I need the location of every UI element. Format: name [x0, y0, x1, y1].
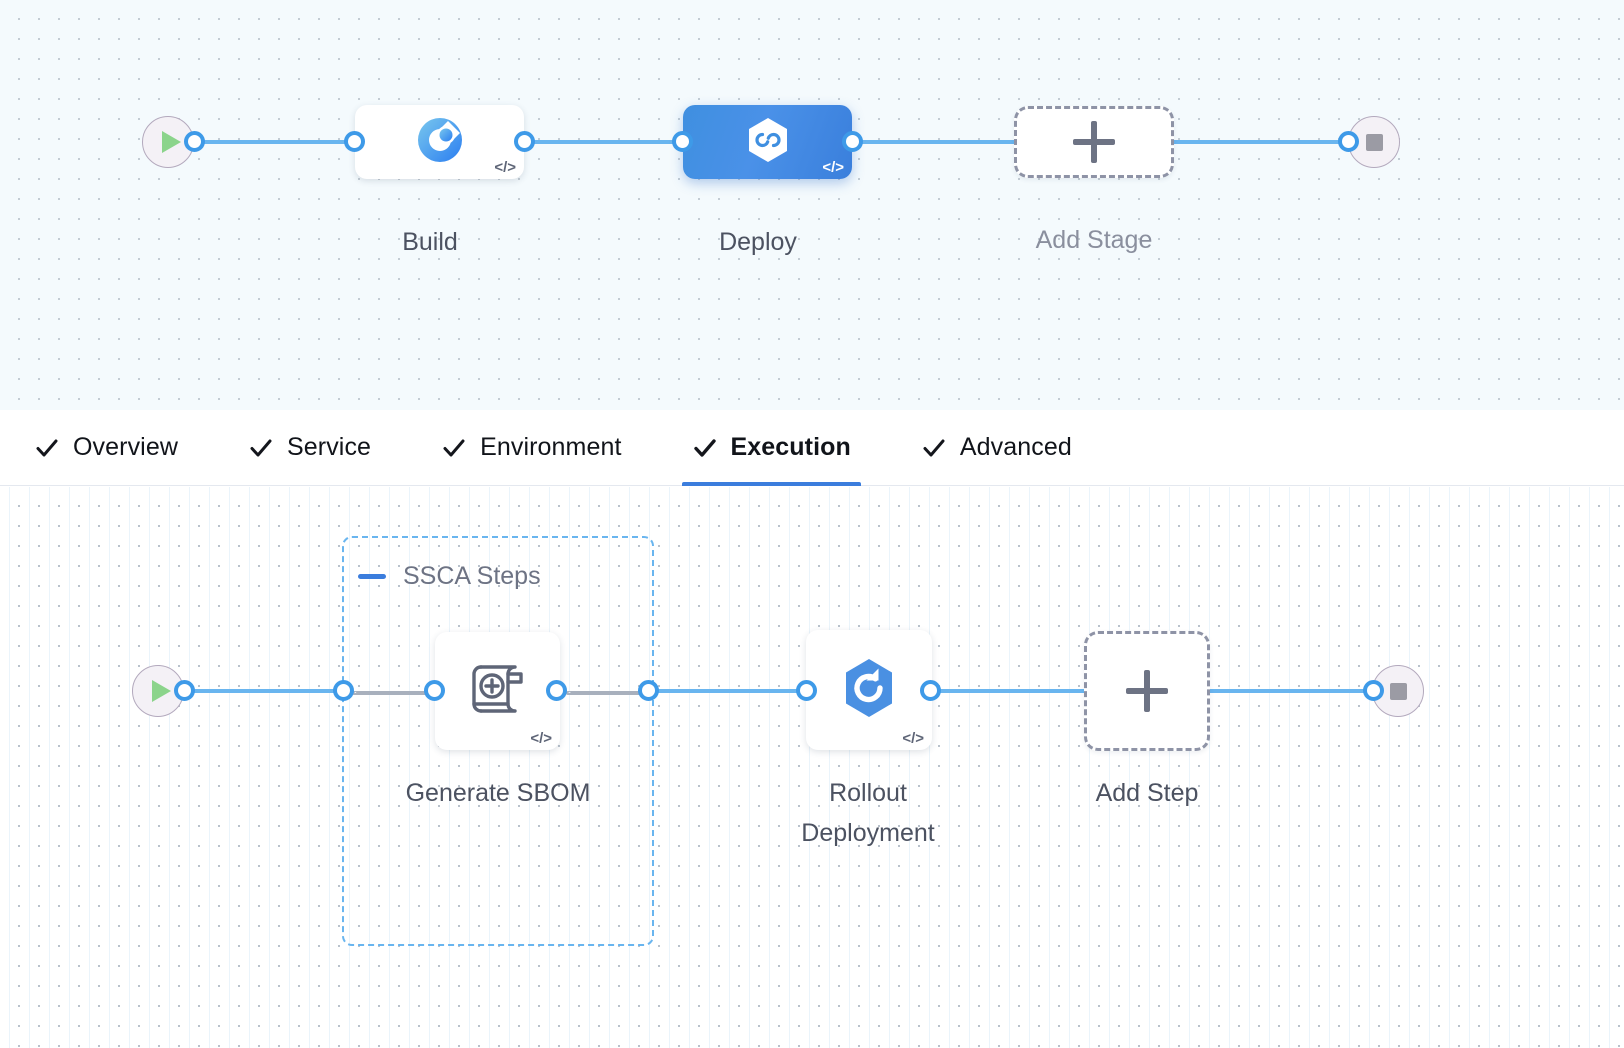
- wire-group-out-dashed: [566, 691, 646, 695]
- tab-execution[interactable]: Execution: [681, 410, 862, 486]
- stage-card-build[interactable]: </>: [355, 105, 524, 179]
- deploy-hexagon-icon: [742, 114, 794, 171]
- add-step-label: Add Step: [1095, 779, 1199, 807]
- rollout-deployment-code-badge[interactable]: </>: [902, 730, 924, 747]
- deploy-input-port[interactable]: [672, 131, 693, 152]
- group-entry-port[interactable]: [333, 680, 354, 701]
- tab-execution-label: Execution: [730, 433, 851, 461]
- wire-deploy-to-addstage: [840, 140, 1025, 144]
- build-code-badge[interactable]: </>: [494, 159, 516, 176]
- stage-label-deploy: Deploy: [719, 228, 797, 256]
- wire-addstep-to-end: [1205, 689, 1375, 693]
- wire-addstage-to-end: [1160, 140, 1360, 144]
- plus-icon: [1073, 121, 1115, 163]
- tab-advanced[interactable]: Advanced: [917, 410, 1076, 486]
- step-start-port[interactable]: [174, 680, 195, 701]
- generate-sbom-input-port[interactable]: [424, 680, 445, 701]
- stage-end-port[interactable]: [1338, 131, 1359, 152]
- check-icon: [441, 435, 467, 461]
- minus-icon[interactable]: [358, 574, 386, 579]
- stage-start-port[interactable]: [184, 131, 205, 152]
- group-exit-port[interactable]: [638, 680, 659, 701]
- play-icon: [161, 131, 181, 153]
- tab-overview-label: Overview: [73, 433, 178, 461]
- tab-overview[interactable]: Overview: [30, 410, 182, 486]
- deploy-output-port[interactable]: [842, 131, 863, 152]
- tab-service[interactable]: Service: [244, 410, 375, 486]
- scroll-plus-icon: [461, 652, 535, 731]
- add-step-button[interactable]: [1084, 631, 1210, 751]
- wire-build-to-deploy: [515, 140, 695, 144]
- stage-card-deploy[interactable]: </>: [683, 105, 852, 179]
- play-icon: [151, 680, 171, 702]
- plus-icon: [1126, 670, 1168, 712]
- wire-rollout-to-addstep: [930, 689, 1090, 693]
- generate-sbom-output-port[interactable]: [546, 680, 567, 701]
- stop-icon: [1389, 682, 1407, 700]
- step-group-ssca-header[interactable]: SSCA Steps: [358, 562, 541, 591]
- step-group-ssca-title: SSCA Steps: [403, 562, 541, 590]
- step-label-generate-sbom: Generate SBOM: [405, 779, 591, 807]
- build-input-port[interactable]: [344, 131, 365, 152]
- tab-advanced-label: Advanced: [959, 433, 1072, 461]
- step-end-port[interactable]: [1363, 680, 1384, 701]
- check-icon: [692, 435, 718, 461]
- step-card-generate-sbom[interactable]: </>: [435, 632, 560, 750]
- stage-canvas[interactable]: </> Build </> Deploy Add Stage: [0, 0, 1624, 410]
- step-group-ssca[interactable]: [342, 536, 654, 946]
- tab-environment[interactable]: Environment: [437, 410, 625, 486]
- step-label-rollout-deployment: Rollout Deployment: [801, 779, 935, 847]
- stop-icon: [1365, 133, 1383, 151]
- wire-group-to-rollout: [650, 689, 815, 693]
- rollout-input-port[interactable]: [796, 680, 817, 701]
- wire-start-to-group: [175, 689, 350, 693]
- rollout-output-port[interactable]: [920, 680, 941, 701]
- generate-sbom-code-badge[interactable]: </>: [530, 730, 552, 747]
- rollout-hexagon-icon: [837, 656, 901, 725]
- check-icon: [248, 435, 274, 461]
- stage-end-node[interactable]: [1348, 116, 1400, 168]
- add-stage-label: Add Stage: [1035, 226, 1153, 254]
- wire-group-in-dashed: [352, 691, 430, 695]
- add-stage-button[interactable]: [1014, 106, 1174, 178]
- build-donut-icon: [415, 115, 465, 170]
- deploy-code-badge[interactable]: </>: [822, 159, 844, 176]
- step-canvas[interactable]: SSCA Steps </> Generate: [0, 487, 1624, 1048]
- check-icon: [921, 435, 947, 461]
- wire-start-to-build: [185, 140, 365, 144]
- build-output-port[interactable]: [514, 131, 535, 152]
- tab-environment-label: Environment: [480, 433, 622, 461]
- config-tab-bar[interactable]: Overview Service Environment Execution A…: [0, 410, 1624, 486]
- stage-label-build: Build: [402, 228, 458, 256]
- check-icon: [34, 435, 60, 461]
- step-card-rollout-deployment[interactable]: </>: [806, 630, 932, 750]
- tab-service-label: Service: [287, 433, 372, 461]
